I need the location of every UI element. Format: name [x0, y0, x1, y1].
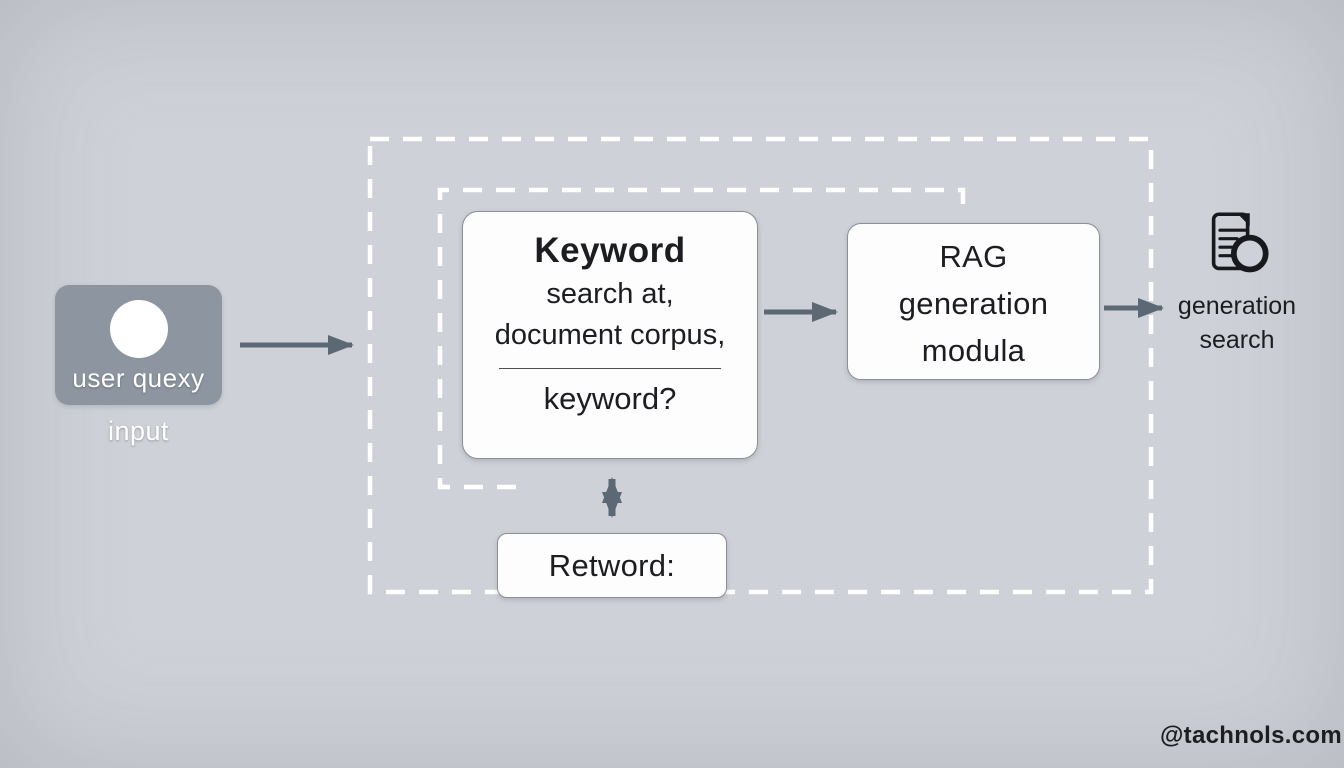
user-query-node: user quexy [55, 285, 222, 405]
output-line-1: generation [1177, 292, 1297, 320]
keyword-line-3: document corpus, [494, 319, 726, 351]
keyword-title: Keyword [534, 231, 686, 270]
keyword-question: keyword? [543, 381, 677, 416]
outer-dashed-container [367, 136, 1154, 595]
retword-label: Retword: [548, 547, 676, 583]
inner-dashed-container [437, 187, 966, 490]
keyword-line-2: search at, [546, 278, 674, 310]
rag-line-1: RAG [939, 239, 1008, 274]
input-caption: input [107, 416, 170, 446]
divider-line [499, 368, 721, 369]
rag-line-3: modula [921, 333, 1026, 368]
user-query-label: user quexy [72, 363, 205, 393]
user-avatar-circle [109, 300, 168, 358]
retword-node: Retword: [497, 533, 727, 598]
rag-line-2: generation [898, 286, 1049, 321]
output-line-2: search [1199, 326, 1275, 354]
keyword-search-node: Keyword search at, document corpus, keyw… [462, 211, 758, 459]
generation-search-node: generation search [1157, 211, 1317, 357]
rag-generation-node: RAG generation modula [847, 223, 1100, 380]
output-label: generation search [1157, 289, 1317, 357]
document-search-icon [1211, 212, 1269, 273]
watermark: @tachnols.com [1159, 722, 1342, 749]
